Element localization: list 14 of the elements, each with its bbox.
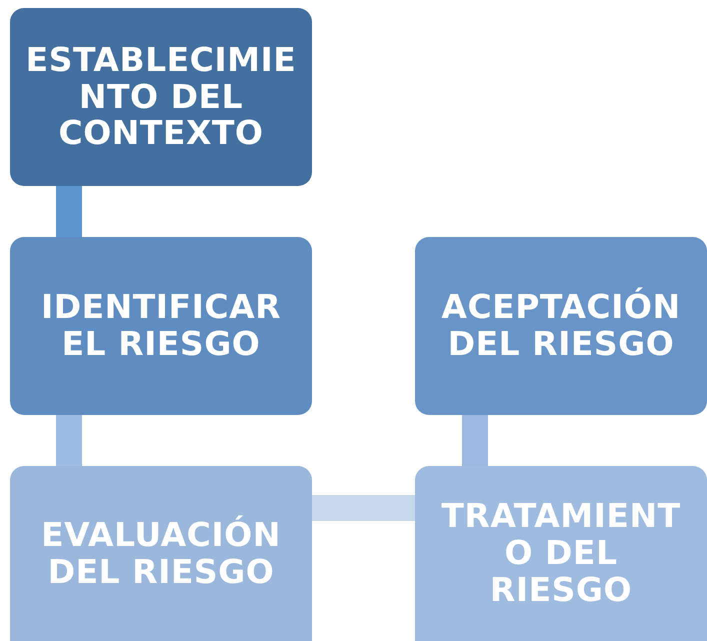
process-box [10, 466, 312, 641]
process-box [415, 237, 707, 415]
box-label: IDENTIFICAR EL RIESGO [40, 289, 282, 363]
connector-bar [56, 186, 82, 237]
box-label: EVALUACIÓN DEL RIESGO [40, 516, 282, 590]
process-box [415, 466, 707, 641]
box-label: ACEPTACIÓN DEL RIESGO [440, 289, 682, 363]
box-label: ESTABLECIMIENTO DEL CONTEXTO [24, 42, 298, 152]
connector-bar [56, 415, 82, 466]
box-label: TRATAMIENTO DEL RIESGO [440, 498, 682, 609]
process-box [10, 237, 312, 415]
process-box [10, 8, 312, 186]
connector-bar [462, 415, 488, 466]
connector-bar [312, 495, 415, 521]
